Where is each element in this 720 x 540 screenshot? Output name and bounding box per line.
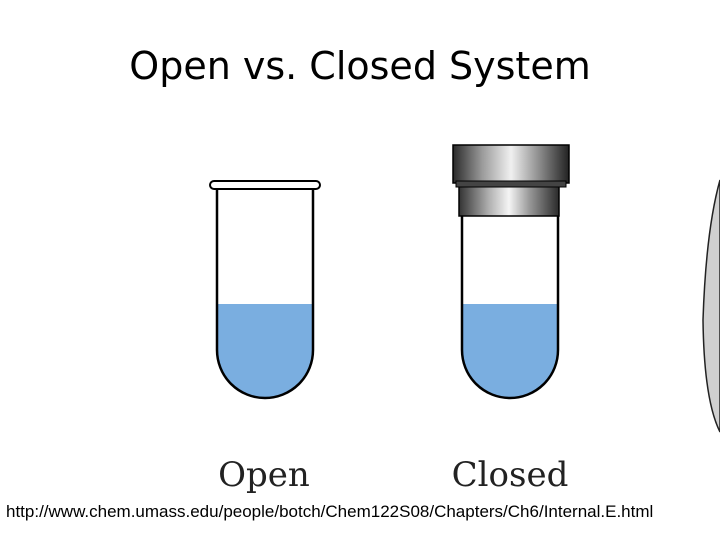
source-link[interactable]: http://www.chem.umass.edu/people/botch/C… xyxy=(6,502,654,521)
open-tube-glass xyxy=(215,188,315,400)
edge-shape xyxy=(702,179,720,433)
closed-tube-glass xyxy=(460,214,560,400)
slide-title: Open vs. Closed System xyxy=(129,44,591,88)
open-tube-liquid xyxy=(217,304,313,398)
closed-tube-cap-band xyxy=(455,180,567,188)
open-label: Open xyxy=(218,455,310,495)
open-test-tube xyxy=(209,180,321,400)
open-tube-rim xyxy=(209,180,321,190)
closed-tube-stopper xyxy=(458,185,560,217)
closed-test-tube xyxy=(452,144,570,400)
closed-tube-cap xyxy=(452,144,570,184)
closed-tube-liquid xyxy=(462,304,558,398)
closed-label: Closed xyxy=(451,455,569,495)
